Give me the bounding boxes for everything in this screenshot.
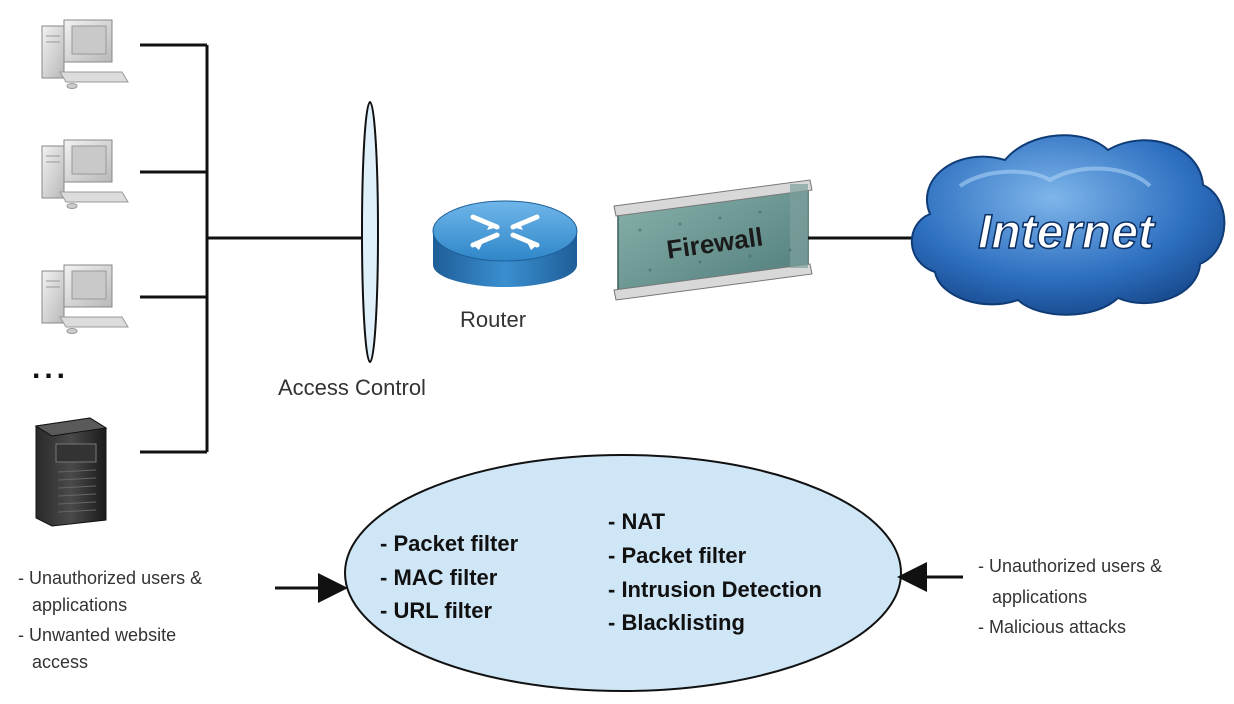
threat-item: - Unauthorized users & <box>18 568 203 588</box>
router-label: Router <box>460 307 527 332</box>
feature-item: - NAT <box>608 509 666 534</box>
threat-item: - Malicious attacks <box>978 617 1127 637</box>
feature-item: - Packet filter <box>608 543 747 568</box>
firewall-icon <box>613 179 813 301</box>
feature-item: - Intrusion Detection <box>608 577 822 602</box>
desktop-pc-icon <box>41 139 129 209</box>
access-control-label: Access Control <box>278 375 426 400</box>
feature-item: - Packet filter <box>380 531 519 556</box>
threat-item: - Unauthorized users & <box>978 556 1163 576</box>
router-icon <box>432 200 578 287</box>
desktop-pc-icon <box>41 19 129 89</box>
lan-connection-lines <box>140 43 368 454</box>
access-control-boundary <box>361 101 379 363</box>
threat-item: applications <box>992 587 1088 607</box>
more-computers-ellipsis: ... <box>32 352 70 385</box>
internet-label: Internet <box>978 206 1156 259</box>
feature-item: - MAC filter <box>380 565 498 590</box>
threat-item: - Unwanted website <box>18 625 177 645</box>
desktop-pc-icon <box>41 264 129 334</box>
feature-item: - Blacklisting <box>608 610 745 635</box>
threat-item: applications <box>32 595 128 615</box>
server-icon <box>34 417 108 527</box>
threat-item: access <box>32 652 89 672</box>
internet-cloud-icon <box>910 134 1226 316</box>
feature-item: - URL filter <box>380 598 493 623</box>
